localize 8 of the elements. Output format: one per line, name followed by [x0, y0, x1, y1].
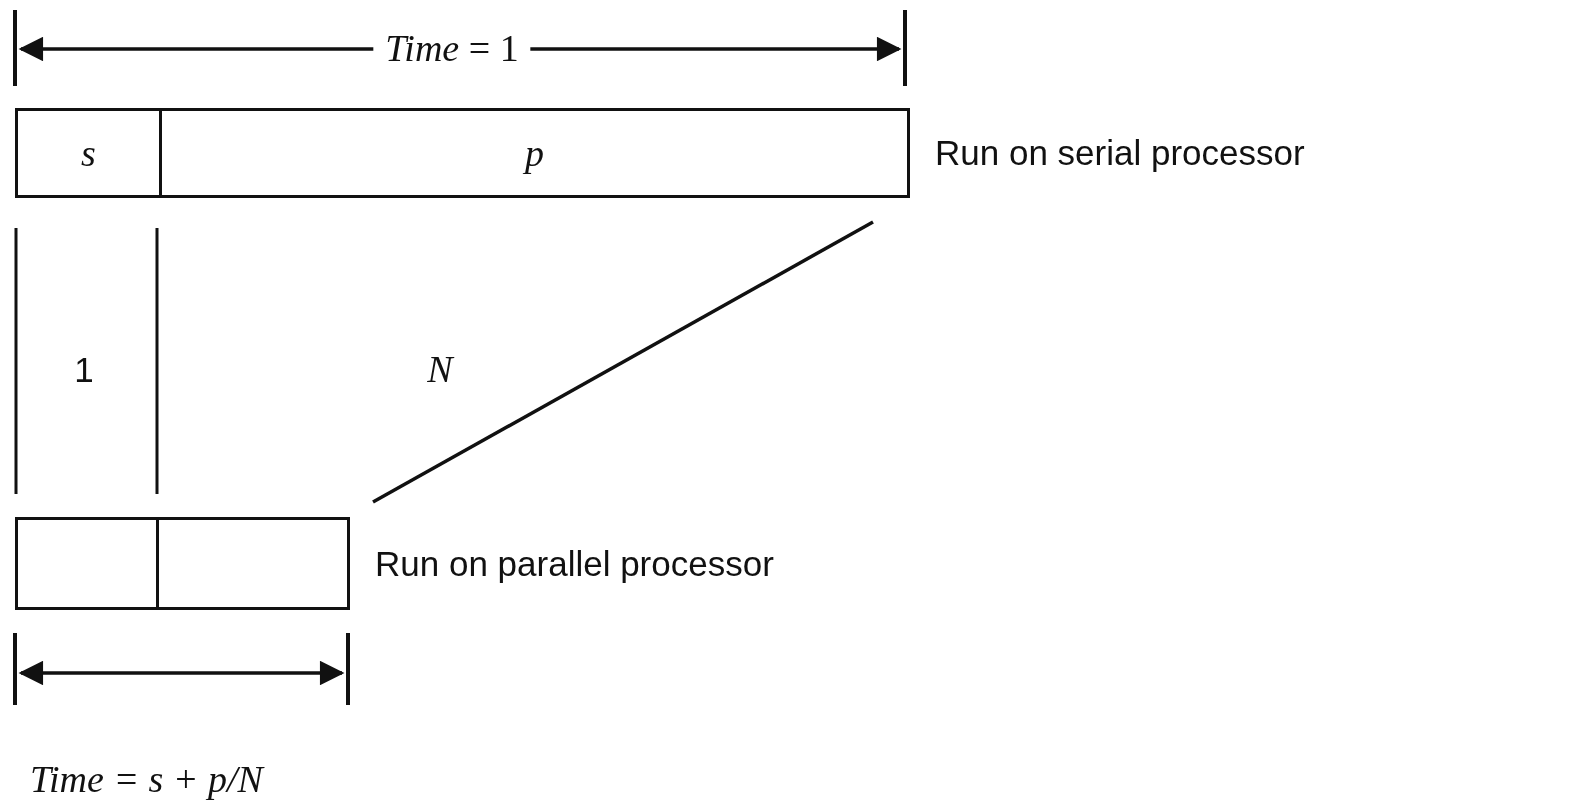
time-box — [15, 517, 159, 610]
ratio-label: N — [427, 349, 453, 391]
segment-label: p — [525, 131, 544, 175]
node-label: Run on serial processor — [935, 133, 1305, 173]
ratio-label: 1 — [74, 350, 94, 390]
node-label: Run on parallel processor — [375, 543, 774, 584]
segment-label: s — [81, 131, 96, 175]
formula-label: Time = s + p/N — [30, 759, 263, 801]
